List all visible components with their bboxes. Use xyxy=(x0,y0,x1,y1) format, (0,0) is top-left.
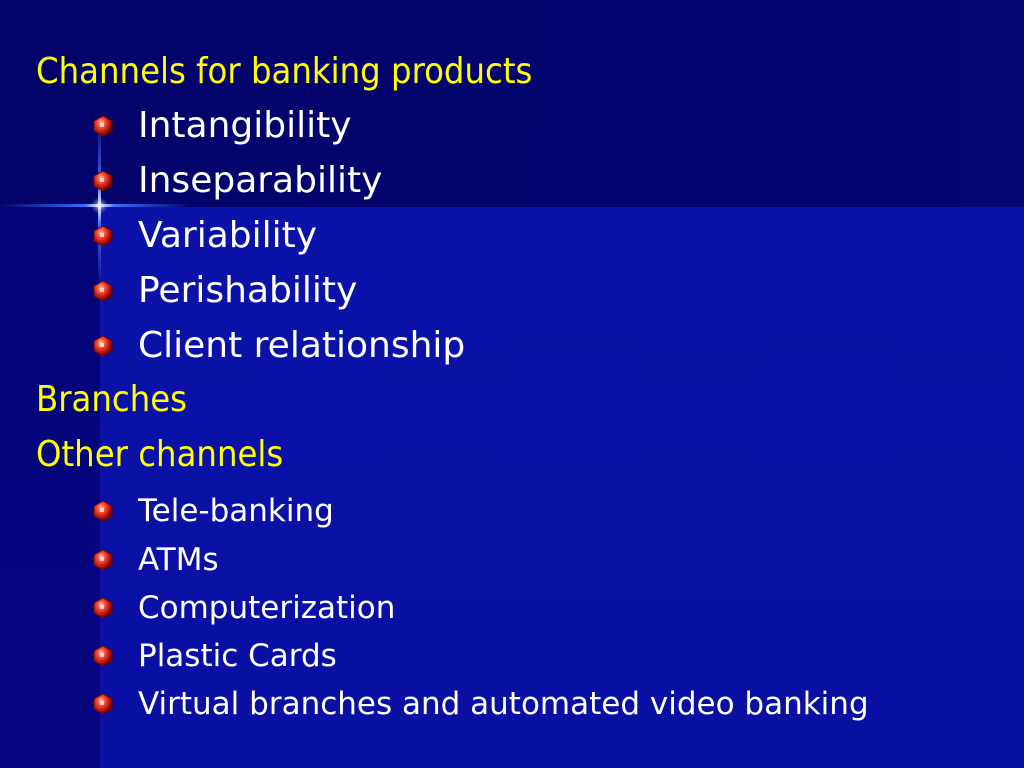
decorative-sparkle-icon xyxy=(91,197,108,214)
red-gem-bullet-icon xyxy=(93,280,113,302)
heading-other-channels: Other channels xyxy=(36,434,284,475)
list-item-label: Plastic Cards xyxy=(138,638,337,674)
list-item-label: Perishability xyxy=(138,270,358,311)
red-gem-bullet-icon xyxy=(93,335,113,357)
red-gem-bullet-icon xyxy=(93,115,113,137)
list-item-label: ATMs xyxy=(138,542,219,578)
list-item-label: Tele-banking xyxy=(138,493,334,529)
list-item-label: Variability xyxy=(138,215,318,256)
red-gem-bullet-icon xyxy=(93,597,113,619)
heading-channels: Channels for banking products xyxy=(36,51,533,92)
list-item-label: Client relationship xyxy=(138,325,466,366)
heading-branches: Branches xyxy=(36,379,188,420)
red-gem-bullet-icon xyxy=(93,549,113,571)
red-gem-bullet-icon xyxy=(93,170,113,192)
red-gem-bullet-icon xyxy=(93,693,113,715)
slide-left-band xyxy=(0,207,100,768)
red-gem-bullet-icon xyxy=(93,645,113,667)
red-gem-bullet-icon xyxy=(93,225,113,247)
list-item-label: Inseparability xyxy=(138,160,383,201)
slide-top-band xyxy=(0,0,1024,207)
slide-body-panel xyxy=(100,207,1024,768)
list-item-label: Intangibility xyxy=(138,105,352,146)
list-item-label: Virtual branches and automated video ban… xyxy=(138,686,869,722)
list-item-label: Computerization xyxy=(138,590,396,626)
red-gem-bullet-icon xyxy=(93,500,113,522)
